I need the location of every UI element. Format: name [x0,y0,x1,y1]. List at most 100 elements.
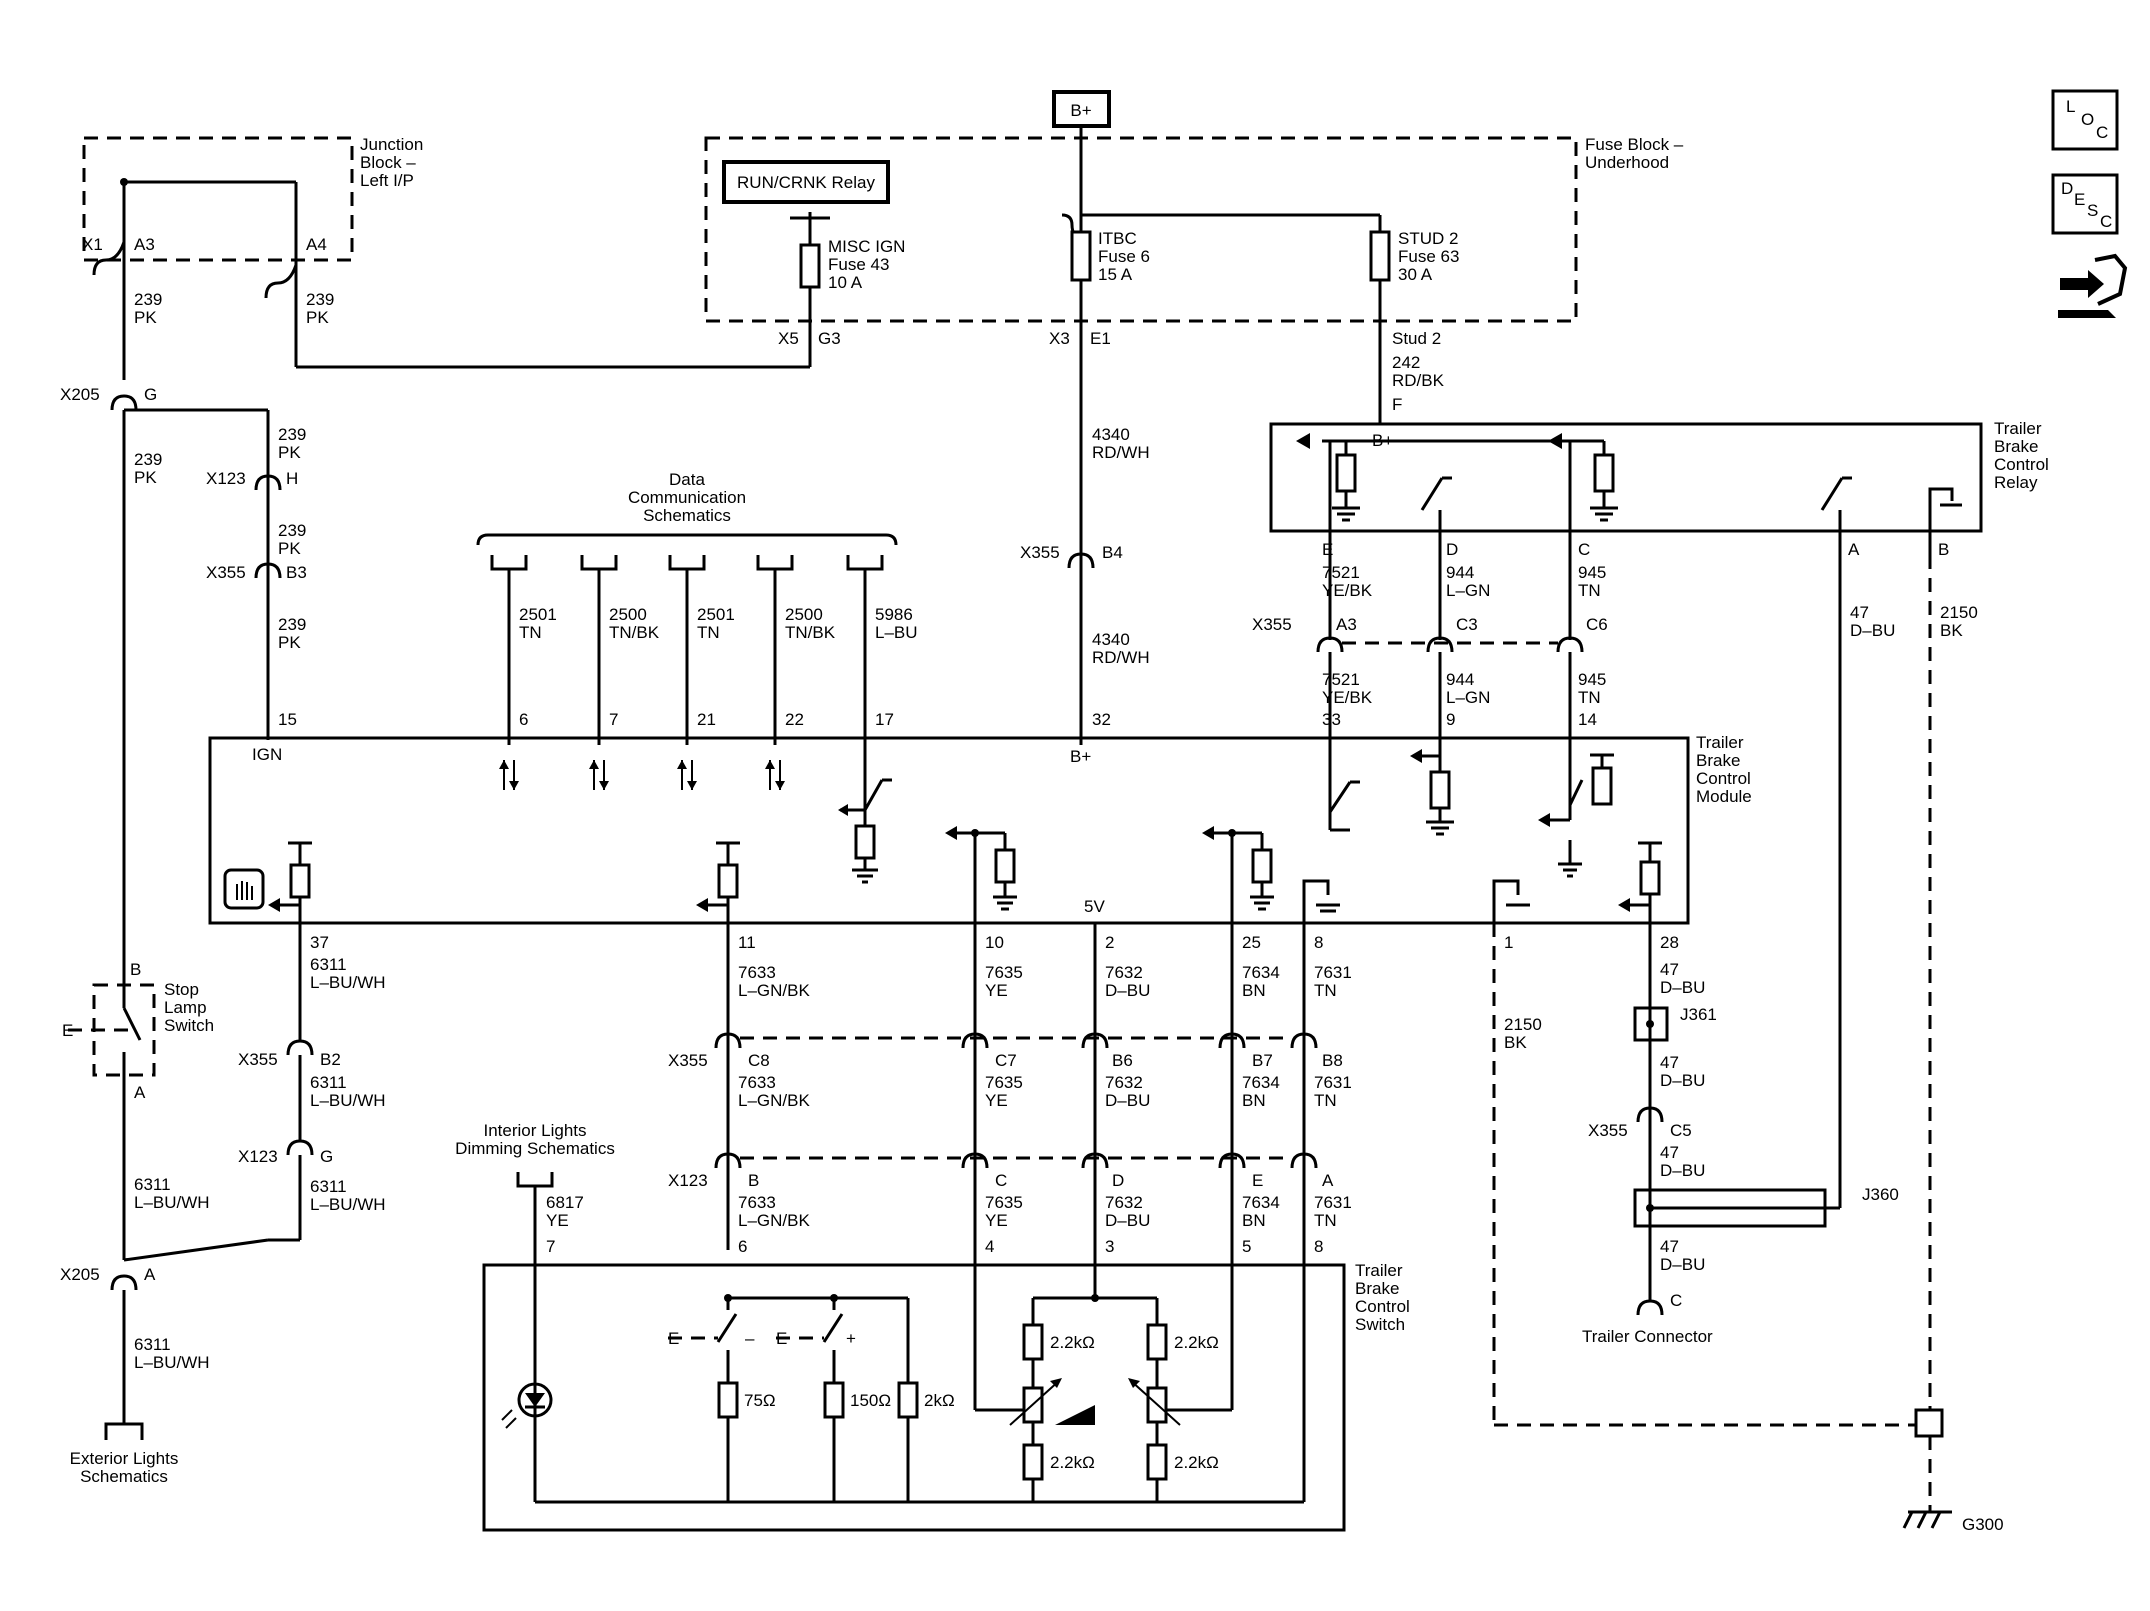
svg-text:25: 25 [1242,933,1261,952]
svg-text:YE: YE [546,1211,569,1230]
svg-text:15 A: 15 A [1098,265,1133,284]
svg-text:944: 944 [1446,670,1474,689]
svg-text:2500: 2500 [785,605,823,624]
svg-text:TN: TN [1578,581,1601,600]
svg-text:10 A: 10 A [828,273,863,292]
svg-text:D–BU: D–BU [1660,1255,1705,1274]
svg-text:3: 3 [1105,1237,1114,1256]
svg-text:PK: PK [278,633,301,652]
svg-text:TN: TN [519,623,542,642]
svg-text:L–BU/WH: L–BU/WH [310,1091,386,1110]
switch-label-3: Control [1355,1297,1410,1316]
svg-text:2.2kΩ: 2.2kΩ [1050,1453,1095,1472]
svg-text:D–BU: D–BU [1105,981,1150,1000]
ground-g300-icon [1902,1510,1952,1529]
svg-text:BN: BN [1242,1211,1266,1230]
svg-text:2: 2 [1105,933,1114,952]
svg-text:7634: 7634 [1242,1193,1280,1212]
run-crnk-relay-box [722,160,890,204]
svg-text:6: 6 [738,1237,747,1256]
svg-text:2.2kΩ: 2.2kΩ [1174,1333,1219,1352]
svg-text:75Ω: 75Ω [744,1391,776,1410]
module-label-4: Module [1696,787,1752,806]
svg-text:PK: PK [278,539,301,558]
svg-text:A: A [134,1083,146,1102]
svg-text:X355: X355 [1588,1121,1628,1140]
svg-text:C6: C6 [1586,615,1608,634]
splice-j361 [1633,1006,1669,1042]
svg-text:7: 7 [546,1237,555,1256]
svg-text:2501: 2501 [519,605,557,624]
relay-label-2: Brake [1994,437,2038,456]
svg-text:945: 945 [1578,670,1606,689]
svg-text:PK: PK [278,443,301,462]
svg-text:7521: 7521 [1322,670,1360,689]
svg-text:D–BU: D–BU [1660,978,1705,997]
svg-text:RD/WH: RD/WH [1092,648,1150,667]
svg-text:239: 239 [134,450,162,469]
svg-text:47: 47 [1850,603,1869,622]
svg-text:X3: X3 [1049,329,1070,348]
svg-text:4340: 4340 [1092,425,1130,444]
svg-text:7632: 7632 [1105,1193,1143,1212]
interior-lights-ref-1: Interior Lights [484,1121,587,1140]
fuse-63-name: STUD 2 [1398,229,1458,248]
bplus-source-label: B+ [1070,101,1091,120]
svg-text:J360: J360 [1862,1185,1899,1204]
svg-text:2.2kΩ: 2.2kΩ [1174,1453,1219,1472]
module-label-1: Trailer [1696,733,1744,752]
svg-text:BN: BN [1242,981,1266,1000]
svg-text:6311: 6311 [310,955,347,974]
svg-text:E1: E1 [1090,329,1111,348]
svg-text:6311: 6311 [310,1073,347,1092]
svg-text:7634: 7634 [1242,963,1280,982]
svg-text:7631: 7631 [1314,963,1352,982]
svg-text:A3: A3 [1336,615,1357,634]
svg-text:E: E [776,1329,787,1348]
svg-text:C5: C5 [1670,1121,1692,1140]
svg-text:D: D [1446,540,1458,559]
svg-text:TN/BK: TN/BK [785,623,836,642]
junction-block-label-3: Left I/P [360,171,414,190]
svg-text:S: S [2087,201,2098,220]
stop-lamp-switch-label-2: Lamp [164,998,207,1017]
svg-text:C: C [1670,1291,1682,1310]
svg-text:X5: X5 [778,329,799,348]
ground-g300-label: G300 [1962,1515,2004,1534]
svg-text:B2: B2 [320,1050,341,1069]
switch-label-4: Switch [1355,1315,1405,1334]
exterior-lights-ref-1: Exterior Lights [70,1449,179,1468]
data-comm-ref-2: Communication [628,488,746,507]
svg-text:B: B [748,1171,759,1190]
svg-text:E: E [62,1021,73,1040]
svg-text:28: 28 [1660,933,1679,952]
svg-text:47: 47 [1660,1053,1679,1072]
svg-text:L: L [2066,97,2075,116]
conn-a4: A4 [306,235,327,254]
conn-a3: A3 [134,235,155,254]
svg-text:1: 1 [1504,933,1513,952]
svg-text:TN/BK: TN/BK [609,623,660,642]
svg-text:7633: 7633 [738,1193,776,1212]
junction-block-label-1: Junction [360,135,423,154]
relay-label-4: Relay [1994,473,2038,492]
data-bus-terminals [490,555,884,571]
svg-text:C8: C8 [748,1051,770,1070]
svg-text:2.2kΩ: 2.2kΩ [1050,1333,1095,1352]
svg-text:RD/BK: RD/BK [1392,371,1445,390]
svg-text:X355: X355 [206,563,246,582]
connector-tool-icon[interactable] [2058,253,2128,318]
svg-text:BK: BK [1504,1033,1527,1052]
svg-text:+: + [846,1329,856,1348]
led-icon [517,1382,553,1418]
desc-icon[interactable] [2051,173,2119,235]
relay-label-3: Control [1994,455,2049,474]
svg-text:E: E [1322,540,1333,559]
svg-text:A: A [144,1265,156,1284]
svg-text:30 A: 30 A [1398,265,1433,284]
loc-icon[interactable] [2051,89,2119,151]
svg-text:L–GN: L–GN [1446,688,1490,707]
svg-text:YE: YE [985,1211,1008,1230]
trailer-connector-label: Trailer Connector [1582,1327,1713,1346]
svg-text:A: A [1322,1171,1334,1190]
